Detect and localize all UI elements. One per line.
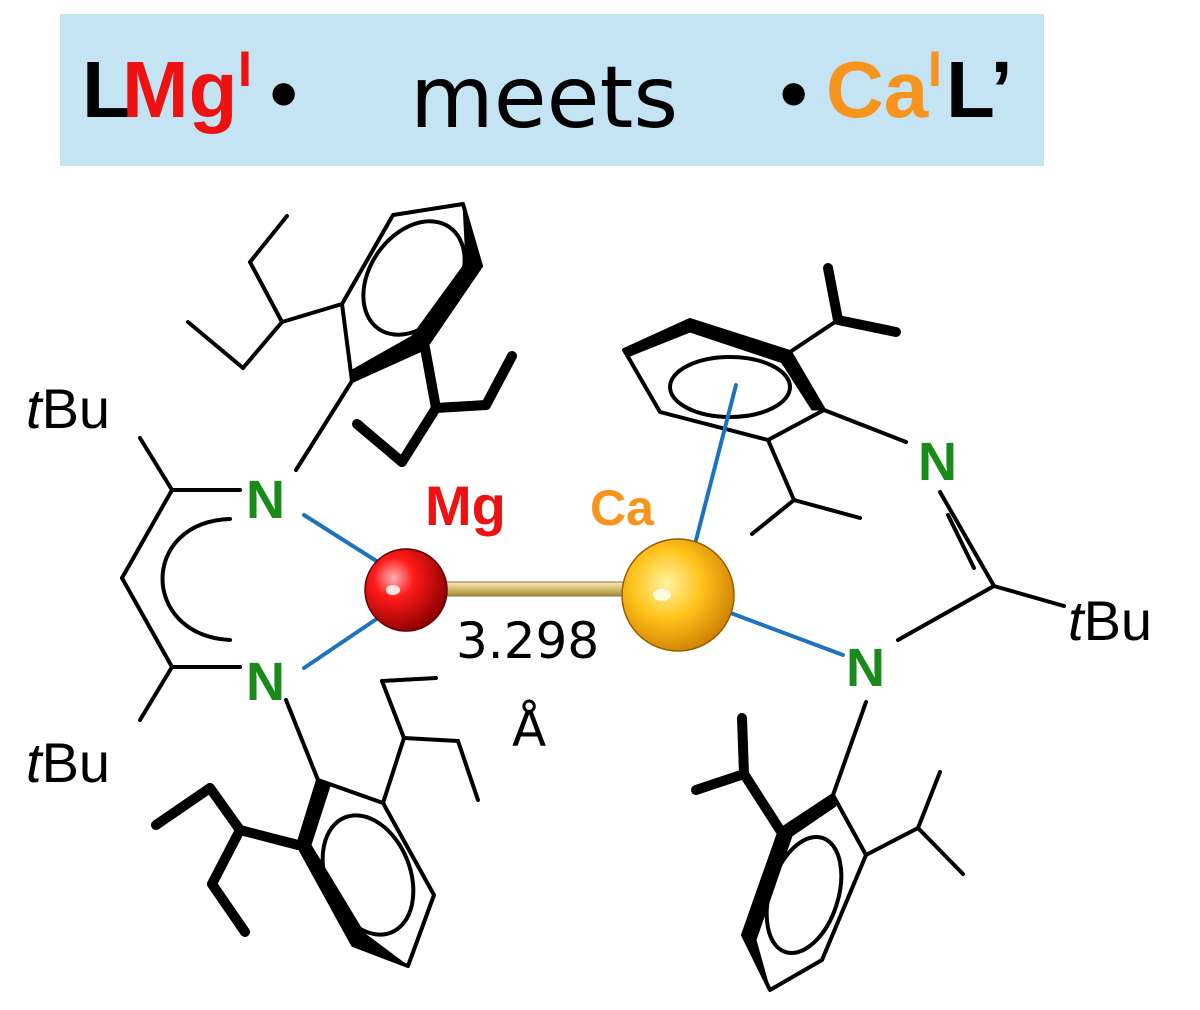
ca-label: Ca	[590, 480, 655, 536]
title-oxidation-state-mg: I	[238, 41, 252, 97]
right-ligand-bold	[623, 263, 901, 991]
tbu-top-left: tBu	[26, 377, 110, 440]
ca-atom-highlight	[653, 589, 671, 601]
title-calcium: Ca	[826, 45, 929, 134]
n-bottom-left-label: N	[246, 652, 285, 712]
title-banner	[60, 14, 1044, 166]
lower-left-aryl-bold	[151, 779, 409, 967]
tbu-bottom-left: tBu	[26, 731, 110, 794]
distance-value: 3.298	[456, 612, 599, 670]
distance-unit: Å	[512, 700, 546, 758]
tbu-right: tBu	[1068, 589, 1152, 652]
title-meets: meets	[410, 48, 679, 148]
upper-left-aryl-bold	[351, 203, 517, 467]
title-ligand-l-prime: L’	[946, 45, 1013, 134]
coordination-bonds	[302, 383, 845, 670]
n-imine-label: N	[918, 432, 957, 492]
title-radical-dot-1: •	[270, 49, 298, 137]
title-oxidation-state-ca: I	[928, 41, 942, 97]
title-ligand-l: L	[82, 45, 131, 134]
title-radical-dot-2: •	[780, 49, 808, 137]
n-amide-label: N	[846, 638, 885, 698]
title-magnesium: Mg	[122, 45, 238, 134]
mg-atom	[364, 548, 448, 632]
n-top-left-label: N	[246, 470, 285, 530]
upper-left-aryl	[186, 202, 483, 383]
lower-left-aryl	[296, 676, 480, 968]
left-ligand-skeleton	[120, 379, 354, 782]
mg-atom-highlight	[386, 585, 400, 595]
ca-atom	[621, 538, 735, 652]
mg-ca-bond	[435, 581, 633, 597]
mg-label: Mg	[425, 474, 506, 537]
